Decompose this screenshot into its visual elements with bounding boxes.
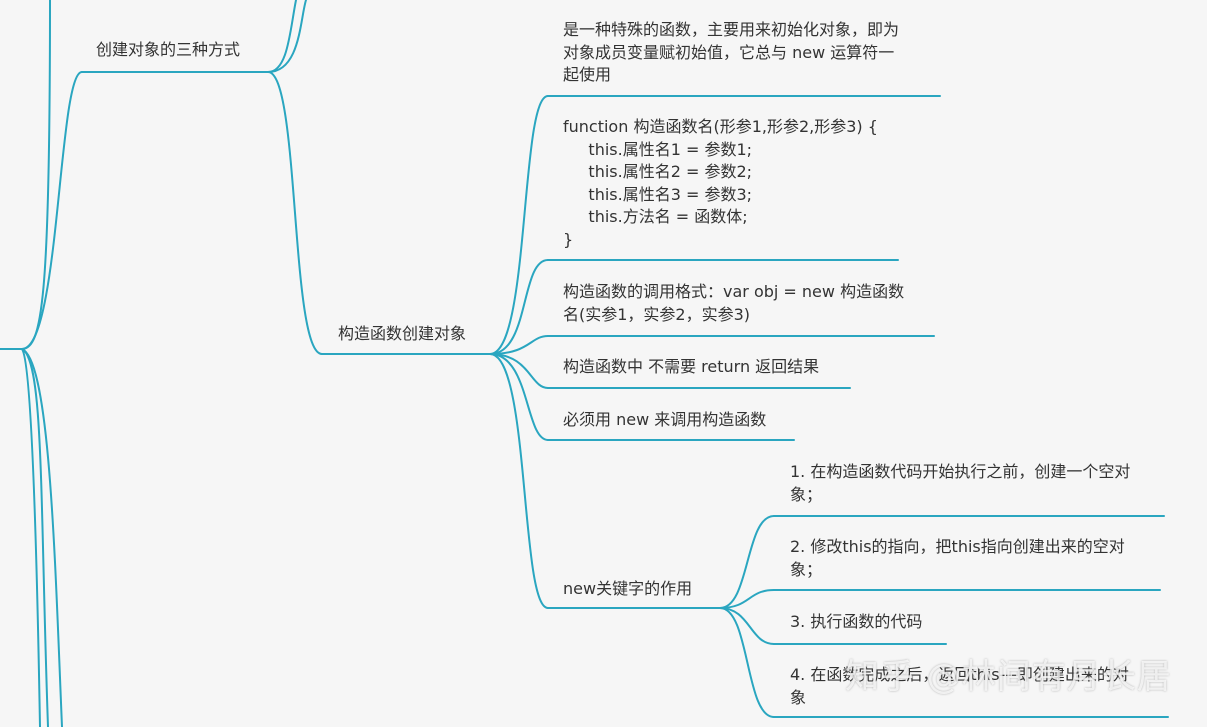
connector-root-to-three-ways: [21, 71, 83, 350]
topic-constructor-label: 构造函数创建对象: [338, 324, 467, 343]
step-2-line-2: 象；: [790, 559, 823, 579]
step-3[interactable]: 3. 执行函数的代码: [790, 611, 922, 634]
connector-to-step-1: [719, 515, 775, 609]
connector-to-call-format: [489, 335, 549, 355]
topic-three-ways[interactable]: 创建对象的三种方式: [96, 39, 240, 62]
connector-to-step-2: [719, 589, 775, 609]
call-format-line-2: 名(实参1，实参2，实参3): [563, 304, 751, 324]
connector-root-down-1: [21, 348, 49, 727]
watermark: 知乎 @林间有月长居: [845, 657, 1172, 697]
syntax-line-4: this.属性名3 = 参数3;: [563, 184, 753, 204]
call-format-line-1: 构造函数的调用格式：var obj = new 构造函数: [563, 282, 905, 301]
connector-to-syntax: [489, 259, 549, 355]
connector-three-ways-to-constructor: [267, 71, 323, 355]
step-4-line-1: 4. 在函数完成之后，返回this---即创建出来的对: [790, 665, 1129, 684]
topic-constructor-create[interactable]: 构造函数创建对象: [338, 323, 466, 346]
step-1-line-2: 象；: [790, 484, 823, 504]
connector-to-new-keyword: [489, 353, 549, 609]
connector-to-step-4: [719, 607, 775, 718]
new-keyword-label: new关键字的作用: [563, 579, 693, 598]
syntax-line-3: this.属性名2 = 参数2;: [563, 162, 753, 181]
connector-three-ways-up-2: [267, 0, 307, 73]
branch-call-format[interactable]: 构造函数的调用格式：var obj = new 构造函数 名(实参1，实参2，实…: [563, 281, 904, 326]
step-4-line-2: 象: [790, 687, 807, 707]
syntax-line-1: function 构造函数名(形参1,形参2,形参3) {: [563, 117, 878, 136]
connector-root-down-3: [21, 348, 41, 727]
no-return-label: 构造函数中 不需要 return 返回结果: [563, 357, 820, 376]
branch-syntax[interactable]: function 构造函数名(形参1,形参2,形参3) { this.属性名1 …: [563, 116, 878, 251]
branch-no-return[interactable]: 构造函数中 不需要 return 返回结果: [563, 356, 819, 379]
definition-line-3: 起使用: [563, 65, 612, 84]
step-2[interactable]: 2. 修改this的指向，把this指向创建出来的空对 象；: [790, 536, 1125, 581]
connector-to-definition: [489, 95, 549, 355]
connector-to-must-new: [489, 353, 549, 441]
step-4[interactable]: 4. 在函数完成之后，返回this---即创建出来的对 象: [790, 664, 1129, 709]
branch-must-new[interactable]: 必须用 new 来调用构造函数: [563, 409, 766, 432]
syntax-line-2: this.属性名1 = 参数1;: [563, 139, 753, 159]
topic-three-ways-label: 创建对象的三种方式: [96, 40, 241, 59]
definition-line-1: 是一种特殊的函数，主要用来初始化对象，即为: [563, 20, 900, 39]
branch-new-keyword[interactable]: new关键字的作用: [563, 578, 692, 601]
syntax-line-6: }: [563, 229, 574, 249]
syntax-line-5: this.方法名 = 函数体;: [563, 207, 748, 226]
definition-line-2: 对象成员变量赋初始值，它总与 new 运算符一: [563, 42, 895, 62]
connector-to-no-return: [489, 353, 549, 389]
step-2-line-1: 2. 修改this的指向，把this指向创建出来的空对: [790, 537, 1125, 556]
step-1-line-1: 1. 在构造函数代码开始执行之前，创建一个空对: [790, 462, 1131, 481]
connector-root-down-2: [21, 348, 63, 727]
step-3-line-1: 3. 执行函数的代码: [790, 612, 923, 631]
branch-definition[interactable]: 是一种特殊的函数，主要用来初始化对象，即为 对象成员变量赋初始值，它总与 new…: [563, 19, 899, 87]
must-new-label: 必须用 new 来调用构造函数: [563, 410, 767, 429]
connector-to-step-3: [719, 607, 775, 645]
step-1[interactable]: 1. 在构造函数代码开始执行之前，创建一个空对 象；: [790, 461, 1130, 506]
connector-three-ways-up-1: [267, 0, 297, 73]
